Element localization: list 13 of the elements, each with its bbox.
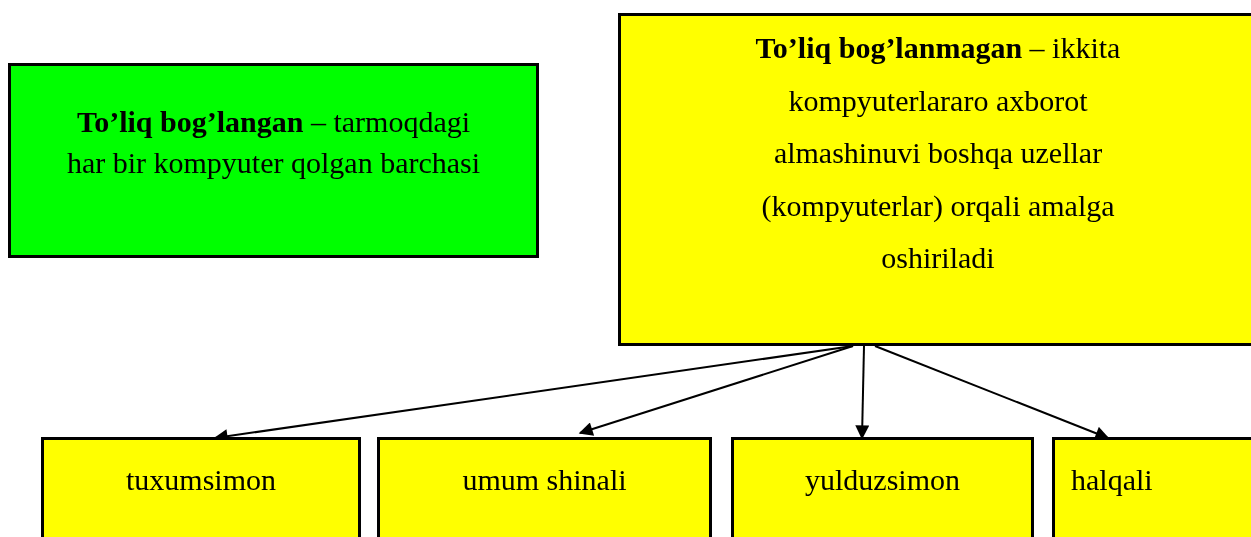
text-box	[41, 437, 361, 537]
arrow	[578, 345, 854, 436]
box-text: tuxumsimon	[125, 462, 277, 498]
box-text: halqali	[1071, 462, 1154, 498]
box-text: yulduzsimon	[804, 462, 961, 498]
text-box	[377, 437, 712, 537]
text-box	[1052, 437, 1251, 537]
box-text: To’liq bog’lanmagan – ikkita kompyuterlararo axborot almashinuvi boshqa uzellar (kompyuterlar) orqali amalga oshiriladi	[754, 30, 1122, 276]
text-box	[731, 437, 1034, 537]
text-box	[618, 13, 1251, 346]
text-box	[8, 63, 539, 258]
box-text: To’liq bog’langan – tarmoqdagi har bir kompyuter qolgan barchasi	[65, 104, 482, 181]
box-text: umum shinali	[461, 462, 628, 498]
